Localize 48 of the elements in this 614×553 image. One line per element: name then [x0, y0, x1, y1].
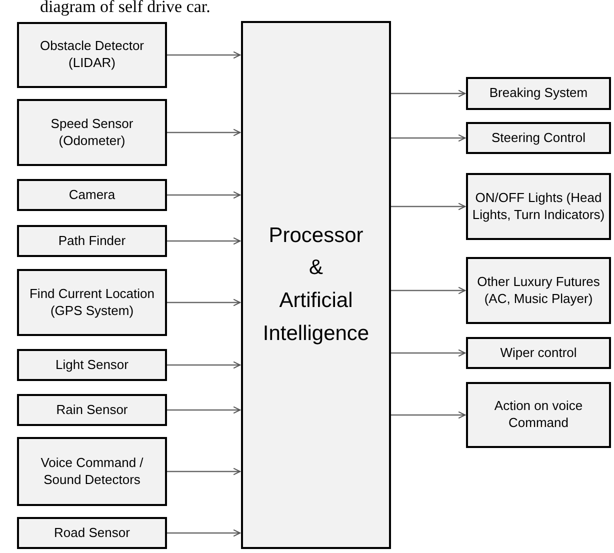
component-box [466, 77, 611, 110]
box-label: Wiper control [499, 344, 578, 362]
box-label: Action on voice Command [493, 398, 584, 432]
component-box [17, 225, 167, 257]
processor-block [241, 21, 391, 549]
arrow [167, 298, 241, 306]
arrow [391, 202, 466, 210]
component-box [17, 99, 167, 166]
box-label: Breaking System [488, 85, 589, 102]
box-label: Light Sensor [54, 356, 130, 374]
component-box [466, 382, 611, 448]
box-label: Camera [68, 186, 116, 204]
arrow [391, 411, 466, 419]
arrow [167, 468, 241, 476]
arrow [167, 128, 241, 136]
component-box [17, 394, 167, 426]
box-label: Find Current Location (GPS System) [28, 286, 156, 320]
component-box [17, 22, 167, 88]
component-box [17, 269, 167, 336]
box-label: Obstacle Detector (LIDAR) [38, 38, 146, 72]
arrow [391, 286, 466, 294]
component-box [466, 337, 611, 369]
box-label: Voice Command / Sound Detectors [40, 454, 144, 488]
box-label: Other Luxury Futures (AC, Music Player) [476, 274, 601, 308]
box-label: Rain Sensor [55, 402, 129, 418]
arrow [167, 237, 241, 245]
box-label: ON/OFF Lights (Head Lights, Turn Indicators) [471, 190, 606, 224]
component-box [466, 173, 611, 240]
arrow [167, 529, 241, 537]
component-box [17, 517, 167, 549]
arrow [167, 361, 241, 369]
arrow [167, 51, 241, 59]
arrow [167, 406, 241, 414]
component-box [466, 257, 611, 324]
component-box [466, 122, 611, 154]
box-label: Path Finder [57, 232, 127, 250]
box-label: Speed Sensor (Odometer) [50, 116, 134, 150]
box-label: Processor & Artificial Intelligence [262, 222, 370, 347]
component-box [17, 349, 167, 381]
component-box [17, 179, 167, 211]
arrow [391, 90, 466, 98]
box-label: Road Sensor [53, 524, 131, 542]
box-label: Steering Control [490, 130, 586, 146]
arrow [167, 191, 241, 199]
arrow [391, 134, 466, 142]
diagram-title: diagram of self drive car. [40, 0, 210, 17]
arrow [391, 349, 466, 357]
component-box [17, 437, 167, 506]
